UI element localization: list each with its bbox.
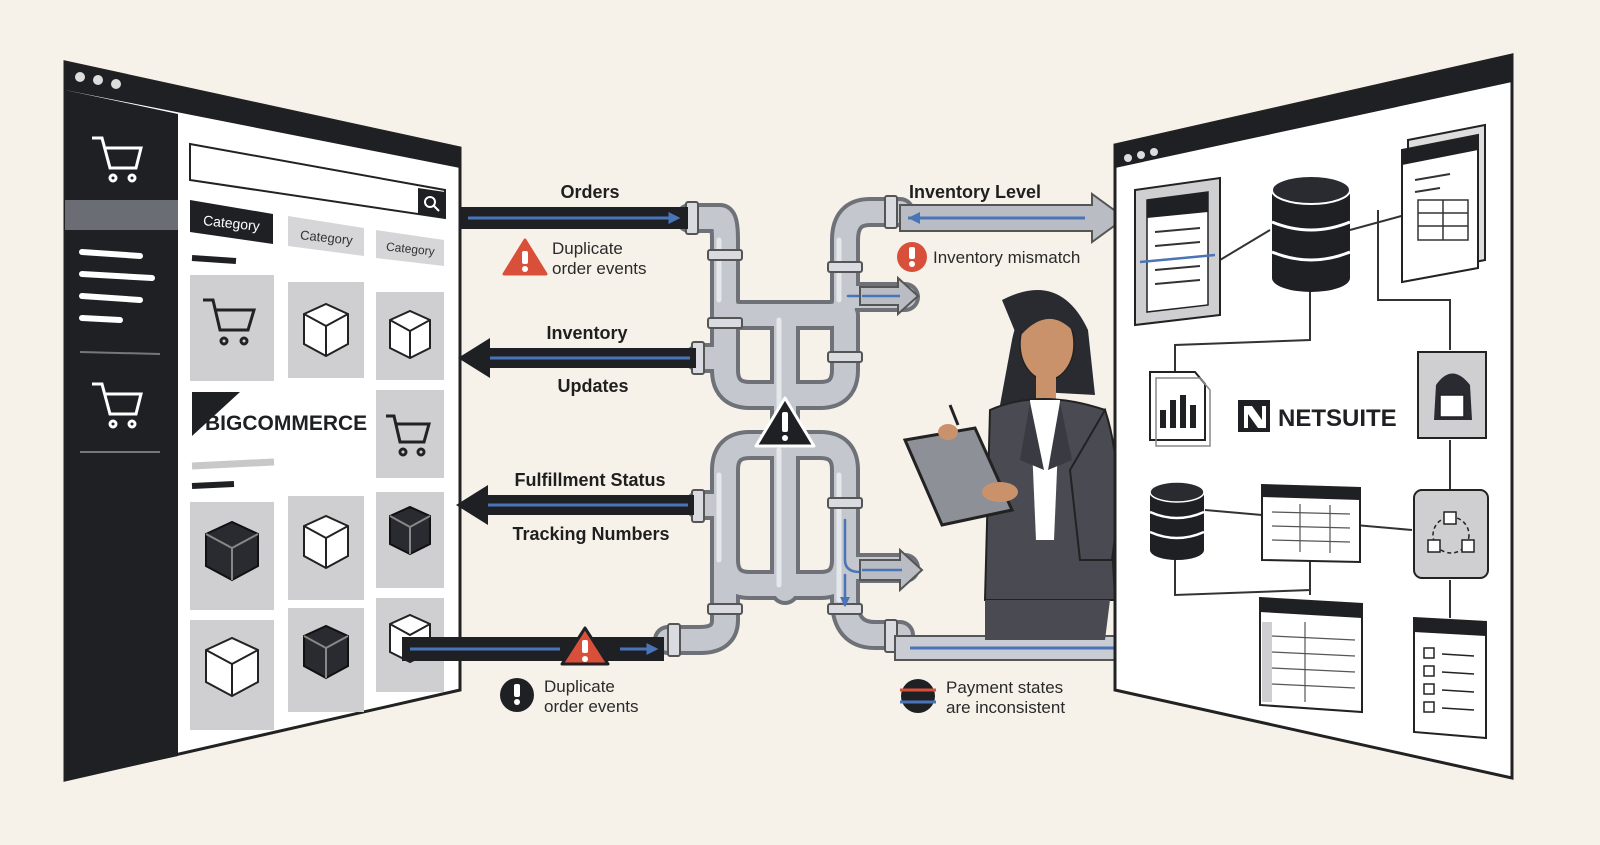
pipe-flange [827,261,863,273]
svg-text:Category: Category [202,212,260,234]
network-node-icon [1413,489,1489,579]
box-icon [389,505,431,556]
inventory-mismatch-text: Inventory mismatch [933,248,1080,267]
pipe-junction-warning-icon [754,396,816,448]
box-icon [303,624,349,680]
bigcommerce-logo: BIGCOMMERCE [192,392,367,436]
orders-arrow [460,207,688,229]
netsuite-window: NETSUITE [1113,53,1514,780]
pipe-flange [827,351,863,363]
product-tile[interactable] [376,390,444,478]
cart-icon [92,382,143,429]
erp-connector-lines [1174,210,1451,618]
category-tab[interactable]: Category [288,216,364,256]
payment-alert-text: Payment states [946,678,1063,697]
error-icon [500,678,534,712]
svg-text:BIGCOMMERCE: BIGCOMMERCE [205,412,367,435]
inventory-updates-arrow [458,338,696,378]
window-dot [1124,154,1132,162]
window-dot [75,72,85,82]
bigcommerce-window: Category Category Category BIGCOMMERCE [63,60,462,782]
report-chart-icon [1149,371,1211,447]
pipe-flange [707,603,743,615]
window-dot [1137,151,1145,159]
duplicate-alert-text: Duplicate [544,677,615,696]
warning-icon [560,626,610,666]
duplicate-alert-text: order events [544,697,639,716]
box-icon [389,309,431,360]
checklist-icon [1413,616,1487,740]
inventory-label: Inventory [546,323,627,343]
cart-icon [203,298,257,346]
pipe-flange [884,195,898,229]
pen-icon [948,404,960,426]
netsuite-logo: NETSUITE [1238,400,1397,432]
duplicate-alert-text: order events [552,259,647,278]
payment-alert-text: are inconsistent [946,698,1065,717]
payment-mismatch-icon [900,679,936,713]
database-icon [1149,481,1205,560]
sidebar-menu-lines [79,249,155,323]
window-dot [93,75,103,85]
window-dot [1150,148,1158,156]
inventory-level-arrow [899,192,1127,244]
pipe-output-arrow [859,275,920,317]
category-tab[interactable]: Category [190,200,273,244]
sidebar [65,90,178,780]
fulfillment-status-label: Fulfillment Status [514,470,665,490]
box-icon [205,520,259,582]
box-icon [205,636,259,698]
analyst-figure [902,290,1119,640]
data-table-icon [1259,596,1363,714]
document-stack-icon [1401,123,1486,284]
svg-text:Category: Category [299,227,354,247]
integration-pipes [653,195,920,657]
user-profile-icon [1417,351,1487,439]
box-icon [303,514,349,570]
warning-icon [502,238,548,276]
updates-label: Updates [557,376,628,396]
svg-text:Category: Category [385,240,435,259]
inventory-level-label: Inventory Level [909,182,1041,202]
pipe-flange [707,249,743,261]
tracking-numbers-label: Tracking Numbers [512,524,669,544]
pipe-flange [827,497,863,509]
search-button[interactable] [418,188,445,218]
product-tile[interactable] [190,275,274,381]
category-tab[interactable]: Category [376,230,444,266]
pipe-flange [667,623,681,657]
svg-text:NETSUITE: NETSUITE [1278,405,1397,432]
cart-icon [386,414,431,457]
sidebar-active-item[interactable] [65,200,178,230]
window-dot [111,79,121,89]
search-icon [424,196,440,212]
data-table-icon [1261,483,1361,564]
document-icon [1134,176,1221,327]
pipe-flange [707,317,743,329]
order-events-arrow [402,637,664,661]
fulfillment-arrow [456,485,694,525]
error-icon [897,242,927,272]
cart-icon [92,136,143,183]
box-icon [303,302,349,358]
database-icon [1271,175,1351,292]
pipe-output-arrow [859,547,924,593]
orders-label: Orders [560,182,619,202]
duplicate-alert-text: Duplicate [552,239,623,258]
